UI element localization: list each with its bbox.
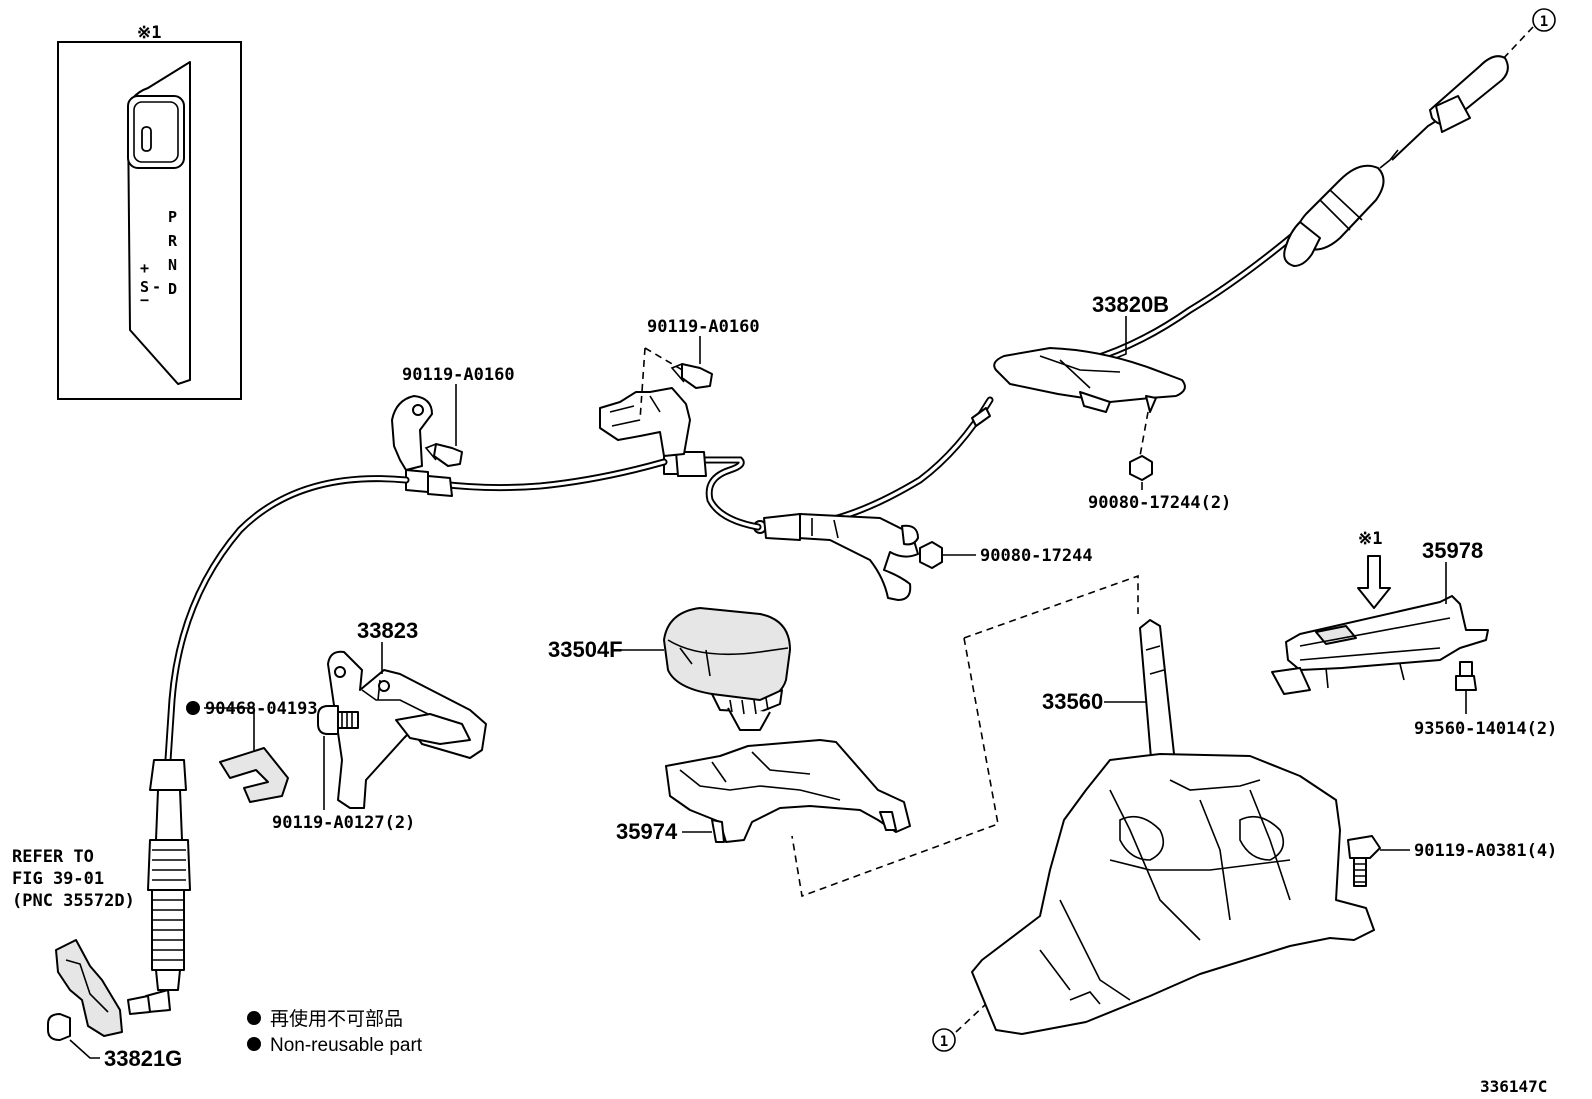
label-33560: 33560 [1042, 689, 1103, 714]
label-35974: 35974 [616, 819, 678, 844]
label-90468-04193: 90468-04193 [205, 699, 318, 719]
non-reusable-dot-90468 [186, 701, 200, 715]
shift-cable-assembly [127, 55, 1509, 1015]
svg-text:1: 1 [940, 1034, 948, 1050]
legend-dot-jp [247, 1011, 261, 1025]
legend-english: Non-reusable part [270, 1035, 423, 1056]
manual-minus-lower: − [140, 291, 149, 309]
manual-minus: - [152, 278, 161, 296]
label-35978: 35978 [1422, 538, 1483, 563]
manual-s: S [140, 278, 149, 296]
legend-dot-en [247, 1037, 261, 1051]
note-mark-35978: ※1 [1358, 529, 1382, 549]
label-93560-14014-2: 93560-14014(2) [1414, 719, 1557, 739]
label-90119-A0160-lower: 90119-A0160 [402, 365, 515, 385]
label-33821G: 33821G [104, 1046, 182, 1071]
refer-note-line-2: FIG 39-01 [12, 869, 104, 889]
label-90119-A0160-upper: 90119-A0160 [647, 317, 760, 337]
label-33504F: 33504F [548, 637, 623, 662]
shift-lever-assembly-33560 [971, 619, 1375, 1035]
manual-plus: + [140, 259, 149, 277]
label-90119-A0127-2: 90119-A0127(2) [272, 813, 415, 833]
mid-cable-bracket [599, 387, 691, 457]
leader-lines [69, 316, 1467, 1059]
assembly-outline [791, 574, 1139, 898]
left-cable-bracket [391, 395, 433, 471]
legend-japanese: 再使用不可部品 [270, 1008, 403, 1030]
inset-note-mark: ※1 [137, 23, 161, 43]
label-33823: 33823 [357, 618, 418, 643]
shift-knob-33504F [663, 607, 791, 731]
shift-letter-r: R [168, 232, 178, 250]
bracket-33821G [47, 939, 123, 1041]
label-90080-17244-2: 90080-17244(2) [1088, 493, 1231, 513]
clip-90468 [219, 747, 289, 803]
figure-code: 336147C [1480, 1077, 1547, 1096]
inset-panel: ※1 P R N D + S - − [57, 23, 242, 400]
position-indicator-35978: ※1 [1271, 529, 1489, 695]
refer-note-line-1: REFER TO [12, 847, 94, 867]
cable-bracket-plate [993, 347, 1186, 403]
label-33820B: 33820B [1092, 292, 1169, 317]
label-90119-A0381-4: 90119-A0381(4) [1414, 841, 1557, 861]
shift-bezel-35974 [665, 739, 911, 843]
shift-letter-p: P [168, 208, 177, 226]
bolt-90119-A0381 [1347, 835, 1381, 887]
shift-letter-d: D [168, 280, 177, 298]
svg-text:1: 1 [1540, 14, 1548, 30]
cable-support-bracket-33823 [317, 650, 487, 809]
callout-1-top: 1 [1499, 8, 1556, 63]
label-90080-17244: 90080-17244 [980, 546, 1093, 566]
callout-1-bottom: 1 [932, 1003, 987, 1052]
shift-letter-n: N [168, 256, 177, 274]
refer-note-line-3: (PNC 35572D) [12, 891, 135, 911]
legend: 再使用不可部品 Non-reusable part [247, 1008, 423, 1056]
